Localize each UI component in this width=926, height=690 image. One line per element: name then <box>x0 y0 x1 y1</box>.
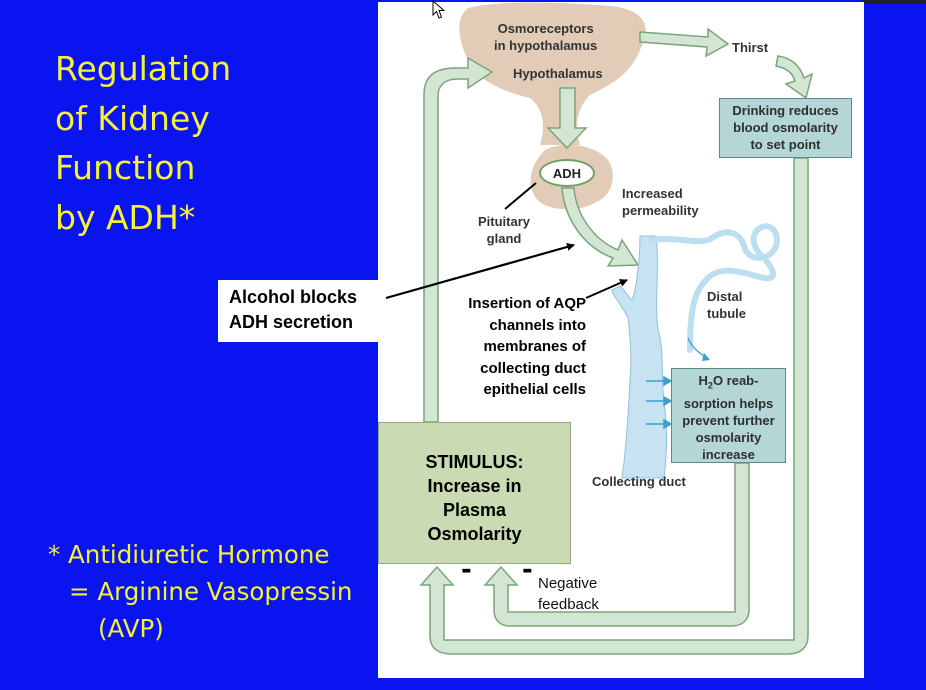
alcohol-callout: Alcohol blocks ADH secretion <box>218 280 380 342</box>
footnote-line-2: = Arginine Vasopressin <box>69 577 353 606</box>
aqp-pointer-arrow <box>585 279 628 299</box>
distal-tubule-label: Distal tubule <box>707 289 746 321</box>
arrow-stimulus-to-hypothalamus <box>423 56 494 423</box>
arrow-h2o-feedback-loop <box>483 462 750 627</box>
arrow-hypothalamus-to-adh <box>546 87 588 150</box>
collecting-duct-label: Collecting duct <box>592 474 686 489</box>
minus-sign-2: - <box>522 555 533 585</box>
distal-tubule-shape <box>649 223 780 353</box>
drinking-box: Drinking reduces blood osmolarity to set… <box>719 98 852 158</box>
minus-sign-1: - <box>461 555 472 585</box>
adh-oval: ADH <box>539 159 595 187</box>
pituitary-label: Pituitary gland <box>478 214 531 246</box>
title-line-4: by ADH* <box>55 197 196 237</box>
osmoreceptors-label: Osmoreceptors in hypothalamus <box>494 21 598 53</box>
alcohol-pointer-arrow <box>385 243 575 300</box>
title-line-1: Regulation <box>55 49 232 88</box>
slide-title: Regulation of Kidney Function by ADH* <box>55 44 231 242</box>
arrow-to-thirst <box>639 27 730 58</box>
hypothalamus-shape <box>459 2 646 145</box>
footnote: * Antidiuretic Hormone = Arginine Vasopr… <box>48 536 352 647</box>
arrow-adh-to-duct <box>561 187 640 267</box>
mouse-cursor-icon <box>432 0 446 19</box>
footnote-line-1: * Antidiuretic Hormone <box>48 540 330 569</box>
title-line-2: of Kidney <box>55 98 210 138</box>
aqp-insertion-label: Insertion of AQP channels into membranes… <box>468 295 586 398</box>
footnote-line-3: (AVP) <box>98 614 164 643</box>
pituitary-pointer-line <box>504 182 537 210</box>
arrow-thirst-to-drinking <box>775 55 814 100</box>
water-reabsorption-arrows <box>646 375 673 430</box>
thirst-label: Thirst <box>732 40 769 55</box>
hypothalamus-label: Hypothalamus <box>513 66 603 81</box>
negative-feedback-label: Negative feedback <box>538 575 599 613</box>
arrow-drinking-feedback-loop <box>419 157 809 655</box>
collecting-duct-shape <box>611 235 668 479</box>
title-line-3: Function <box>55 148 196 187</box>
increased-permeability-label: Increased permeability <box>622 186 699 218</box>
stimulus-box: STIMULUS: Increase in Plasma Osmolarity <box>378 422 571 564</box>
window-edge-mark <box>862 0 926 4</box>
h2o-reabsorption-box: H2O reab- sorption helps prevent further… <box>671 368 786 463</box>
tubule-flow-arrowhead <box>702 353 710 361</box>
